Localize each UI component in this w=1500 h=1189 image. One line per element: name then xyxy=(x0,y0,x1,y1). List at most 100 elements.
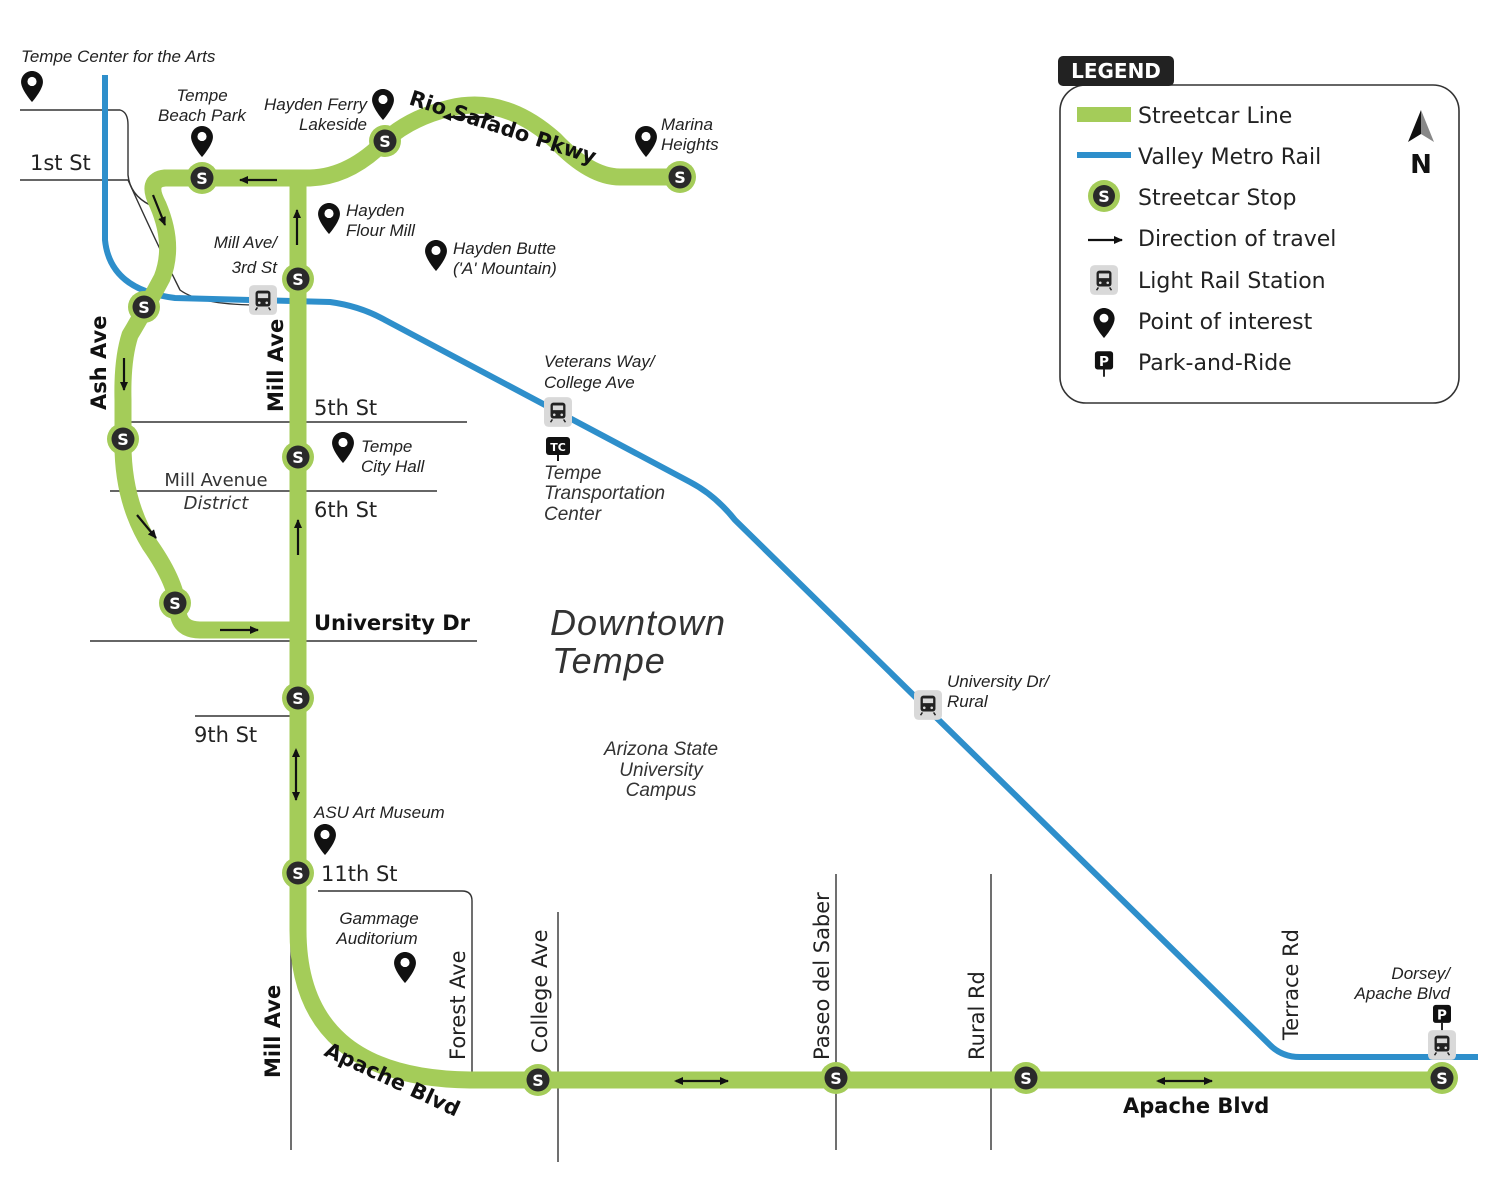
label-mill-ave-south: Mill Ave xyxy=(261,985,285,1078)
legend-swatch-rail xyxy=(1077,152,1131,158)
label-city-hall-2: City Hall xyxy=(361,457,426,476)
svg-text:S: S xyxy=(169,594,181,613)
legend-poi: Point of interest xyxy=(1138,310,1313,335)
label-beach-park-1: Tempe xyxy=(176,86,227,105)
legend-streetcar: Streetcar Line xyxy=(1138,104,1292,129)
svg-text:S: S xyxy=(117,430,129,449)
street-first-st xyxy=(20,179,261,306)
label-transport-2: Transportation xyxy=(544,483,665,504)
pin-center-arts xyxy=(21,71,43,102)
pin-gammage xyxy=(394,952,416,983)
svg-text:S: S xyxy=(292,448,304,467)
label-art-museum: ASU Art Museum xyxy=(313,803,445,822)
pin-marina xyxy=(635,126,657,157)
label-college-ave: College Ave xyxy=(528,929,552,1053)
label-center-arts: Tempe Center for the Arts xyxy=(21,47,216,66)
light-rail-station-mill-3rd xyxy=(249,285,277,315)
label-11th-st: 11th St xyxy=(321,862,398,886)
svg-text:S: S xyxy=(532,1071,544,1090)
streetcar-stop-mill-11th: S xyxy=(282,857,314,889)
label-9th-st: 9th St xyxy=(194,723,257,747)
label-butte-1: Hayden Butte xyxy=(453,239,556,258)
svg-text:S: S xyxy=(292,689,304,708)
svg-text:S: S xyxy=(292,864,304,883)
legend-park-ride: Park-and-Ride xyxy=(1138,351,1292,376)
label-beach-park-2: Beach Park xyxy=(158,106,247,125)
label-5th-st: 5th St xyxy=(314,396,377,420)
light-rail-station-dorsey xyxy=(1428,1030,1456,1060)
label-hayden-ferry-1: Hayden Ferry xyxy=(264,95,368,114)
streetcar-stop-mill-3rd: S xyxy=(282,263,314,295)
label-veterans-2: College Ave xyxy=(544,373,635,392)
street-grid xyxy=(20,109,992,1162)
label-dorsey-2: Apache Blvd xyxy=(1354,984,1451,1003)
label-gammage-2: Auditorium xyxy=(335,929,417,948)
label-ash-ave: Ash Ave xyxy=(87,316,111,410)
label-marina-1: Marina xyxy=(661,115,713,134)
label-mill-3rd-2: 3rd St xyxy=(232,258,279,277)
transit-center-icon: TC xyxy=(546,437,570,461)
legend-stop: Streetcar Stop xyxy=(1138,186,1296,211)
legend: LEGEND Streetcar Line Valley Metro Rail … xyxy=(1058,56,1460,404)
label-campus-1: Arizona State xyxy=(603,739,718,760)
svg-text:S: S xyxy=(830,1069,842,1088)
label-dorsey-1: Dorsey/ xyxy=(1391,964,1452,983)
valley-metro-rail-line xyxy=(102,75,1478,1060)
label-1st-st: 1st St xyxy=(30,151,91,175)
legend-direction: Direction of travel xyxy=(1138,227,1336,252)
label-rio-salado: Rio Salado Pkwy xyxy=(406,86,599,169)
label-univ-rural-1: University Dr/ xyxy=(947,672,1051,691)
streetcar-line xyxy=(114,96,1454,1089)
legend-swatch-streetcar xyxy=(1077,107,1131,122)
light-rail-station-veterans xyxy=(544,397,572,427)
poi-labels: Tempe Center for the Arts Tempe Beach Pa… xyxy=(21,47,1452,1003)
streetcar-stop-mill-city-hall: S xyxy=(282,441,314,473)
north-label: N xyxy=(1410,150,1432,180)
label-transport-1: Tempe xyxy=(544,463,601,484)
svg-text:S: S xyxy=(1436,1069,1448,1088)
label-forest-ave: Forest Ave xyxy=(446,950,470,1060)
streetcar-stop-ash-north: S xyxy=(128,291,160,323)
label-mill-ave-north: Mill Ave xyxy=(264,319,288,412)
light-rail-station-univ-rural xyxy=(914,690,942,720)
label-campus-3: Campus xyxy=(626,780,697,801)
svg-text:S: S xyxy=(379,132,391,151)
svg-text:S: S xyxy=(1020,1069,1032,1088)
north-arrow-icon xyxy=(1408,110,1434,142)
street-upper-bend xyxy=(20,109,151,206)
label-city-hall-1: Tempe xyxy=(361,437,412,456)
label-flour-mill-1: Hayden xyxy=(346,201,405,220)
label-terrace-rd: Terrace Rd xyxy=(1279,929,1303,1041)
streetcar-stop-marina-heights: S xyxy=(664,161,696,193)
svg-text:S: S xyxy=(292,270,304,289)
street-eleventh-forest xyxy=(318,890,473,1072)
label-butte-2: ('A' Mountain) xyxy=(453,259,557,278)
label-marina-2: Heights xyxy=(661,135,719,154)
legend-light-rail-icon xyxy=(1090,264,1118,296)
label-rural-rd: Rural Rd xyxy=(965,971,989,1060)
pin-hayden-ferry xyxy=(372,89,394,120)
svg-text:TC: TC xyxy=(550,441,566,454)
pin-art-museum xyxy=(314,824,336,855)
streetcar-stop-rural-rd: S xyxy=(1010,1062,1042,1094)
legend-rail: Valley Metro Rail xyxy=(1138,145,1321,170)
label-paseo: Paseo del Saber xyxy=(810,892,834,1060)
label-hayden-ferry-2: Lakeside xyxy=(299,115,367,134)
streetcar-stop-college-ave: S xyxy=(522,1064,554,1096)
park-and-ride-icon xyxy=(1433,1004,1451,1031)
streetcar-stop-dorsey: S xyxy=(1426,1062,1458,1094)
direction-arrows xyxy=(120,113,1213,1085)
legend-light-rail: Light Rail Station xyxy=(1138,269,1326,294)
label-district-1: Mill Avenue xyxy=(164,470,267,491)
pin-flour-mill xyxy=(318,203,340,234)
arrow-southeast-ash xyxy=(136,514,157,539)
streetcar-stop-ash-south: S xyxy=(107,423,139,455)
label-6th-st: 6th St xyxy=(314,498,377,522)
legend-box xyxy=(1059,84,1460,404)
streetcar-stop-ash-university: S xyxy=(159,587,191,619)
pin-beach-park xyxy=(191,126,213,157)
legend-title-bg xyxy=(1058,56,1174,86)
streetcar-stop-mill-9th: S xyxy=(282,682,314,714)
